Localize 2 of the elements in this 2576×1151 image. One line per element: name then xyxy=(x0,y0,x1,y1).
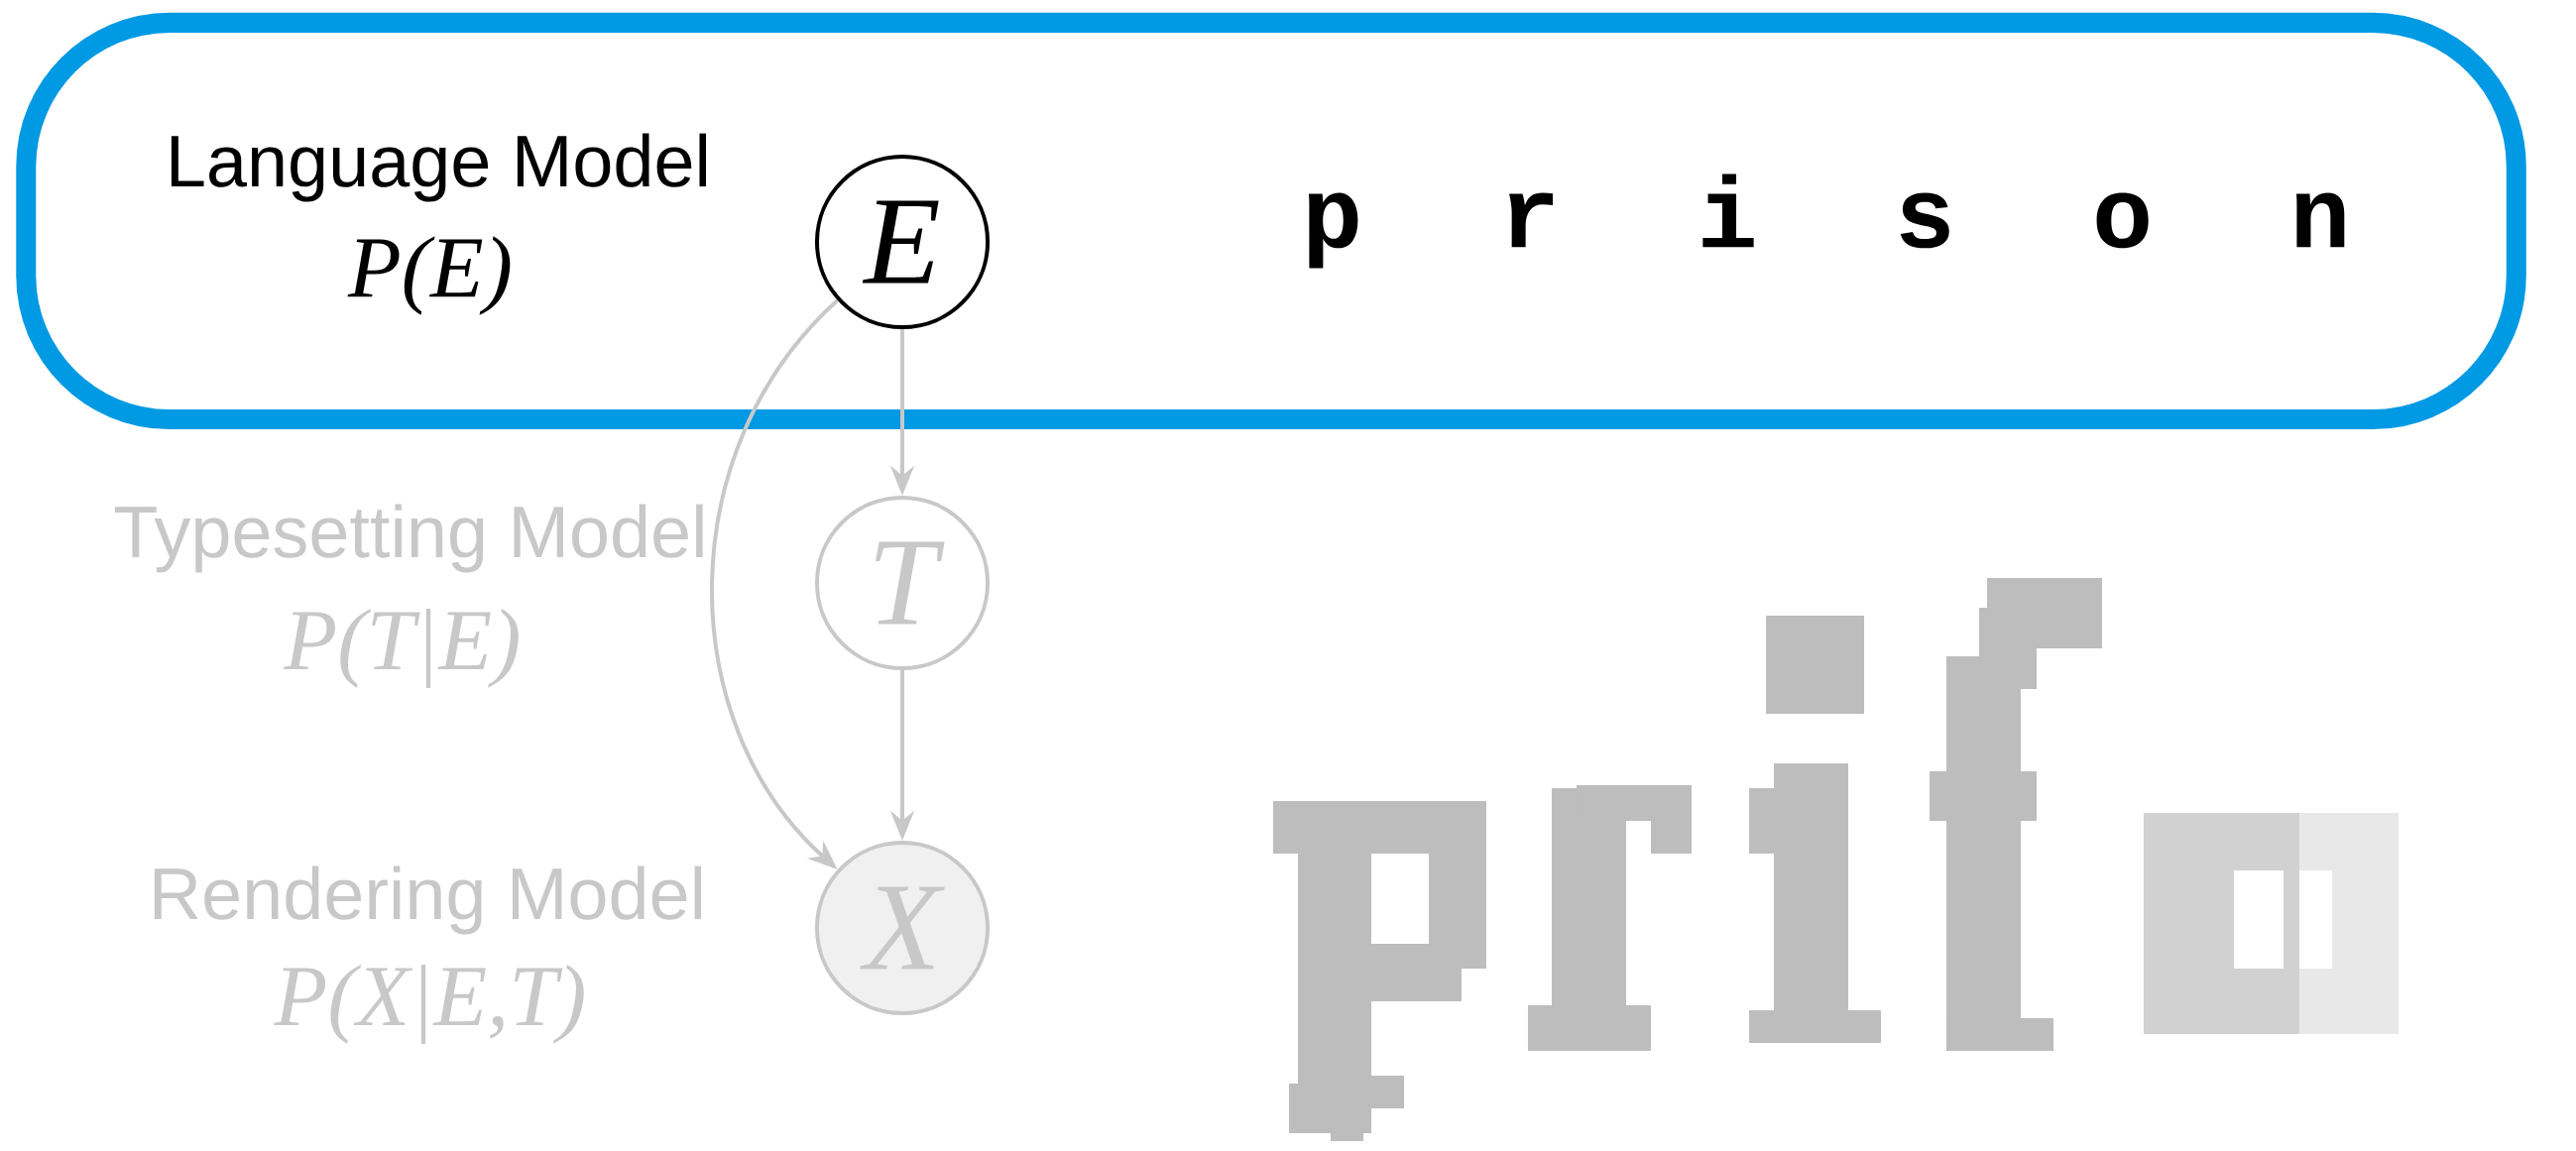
probability-label: P(E) xyxy=(347,236,511,315)
model-label: Language Model xyxy=(171,133,706,202)
